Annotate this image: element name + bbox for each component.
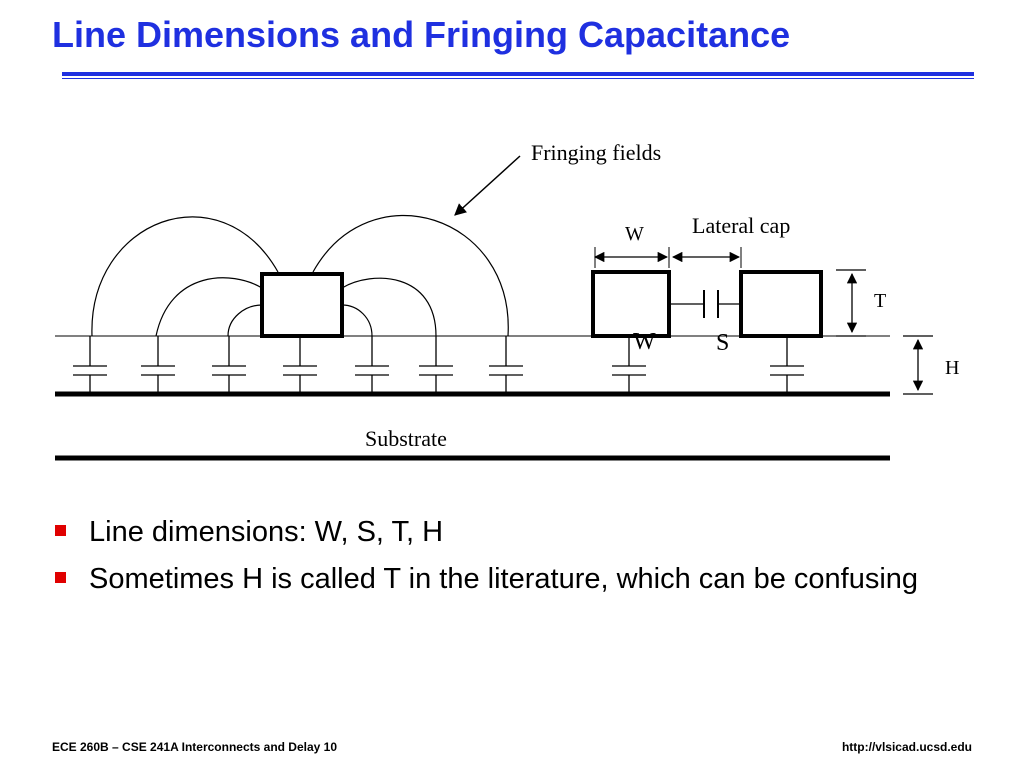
title-underline <box>62 72 974 79</box>
fringing-fields-arrow <box>454 155 521 216</box>
square-bullet-icon <box>55 572 66 583</box>
square-bullet-icon <box>55 525 66 536</box>
substrate-capacitor-icon <box>770 336 804 394</box>
bullet-list: Line dimensions: W, S, T, H Sometimes H … <box>52 515 952 609</box>
footer-url: http://vlsicad.ucsd.edu <box>841 740 972 754</box>
t-label: T <box>874 290 886 312</box>
w-top-label: W <box>625 223 644 245</box>
lateral-cap-label: Lateral cap <box>692 213 790 238</box>
substrate-capacitor-icon <box>141 336 175 394</box>
substrate-capacitor-icon <box>212 336 246 394</box>
s-label: S <box>716 330 729 356</box>
fringing-capacitance-diagram: Fringing fields Lateral cap W W S T H Su… <box>55 140 959 461</box>
substrate-capacitor-icon <box>489 336 523 394</box>
right-conductor-1 <box>591 270 671 338</box>
bullet-text: Sometimes H is called T in the literatur… <box>89 563 919 595</box>
substrate-capacitor-icon <box>283 336 317 394</box>
substrate-capacitor-icon <box>419 336 453 394</box>
substrate-capacitor-icon <box>355 336 389 394</box>
substrate-capacitor-icon <box>73 336 107 394</box>
t-dimension-arrow <box>836 269 866 337</box>
bullet-item: Sometimes H is called T in the literatur… <box>52 562 952 596</box>
left-conductor <box>260 272 344 338</box>
h-dimension-arrow <box>903 335 933 395</box>
w-bottom-label: W <box>633 329 656 355</box>
fringing-field-arcs <box>91 215 509 337</box>
lateral-capacitor <box>671 290 739 318</box>
bullet-item: Line dimensions: W, S, T, H <box>52 515 952 549</box>
substrate-capacitor-icon <box>612 336 646 394</box>
h-label: H <box>945 357 959 379</box>
substrate-label: Substrate <box>365 426 447 451</box>
slide-title: Line Dimensions and Fringing Capacitance <box>52 14 791 55</box>
bullet-text: Line dimensions: W, S, T, H <box>89 516 444 548</box>
substrate-capacitors <box>73 336 804 394</box>
footer-course: ECE 260B – CSE 241A Interconnects and De… <box>52 740 338 754</box>
fringing-fields-label: Fringing fields <box>531 140 661 165</box>
right-conductor-2 <box>739 270 823 338</box>
